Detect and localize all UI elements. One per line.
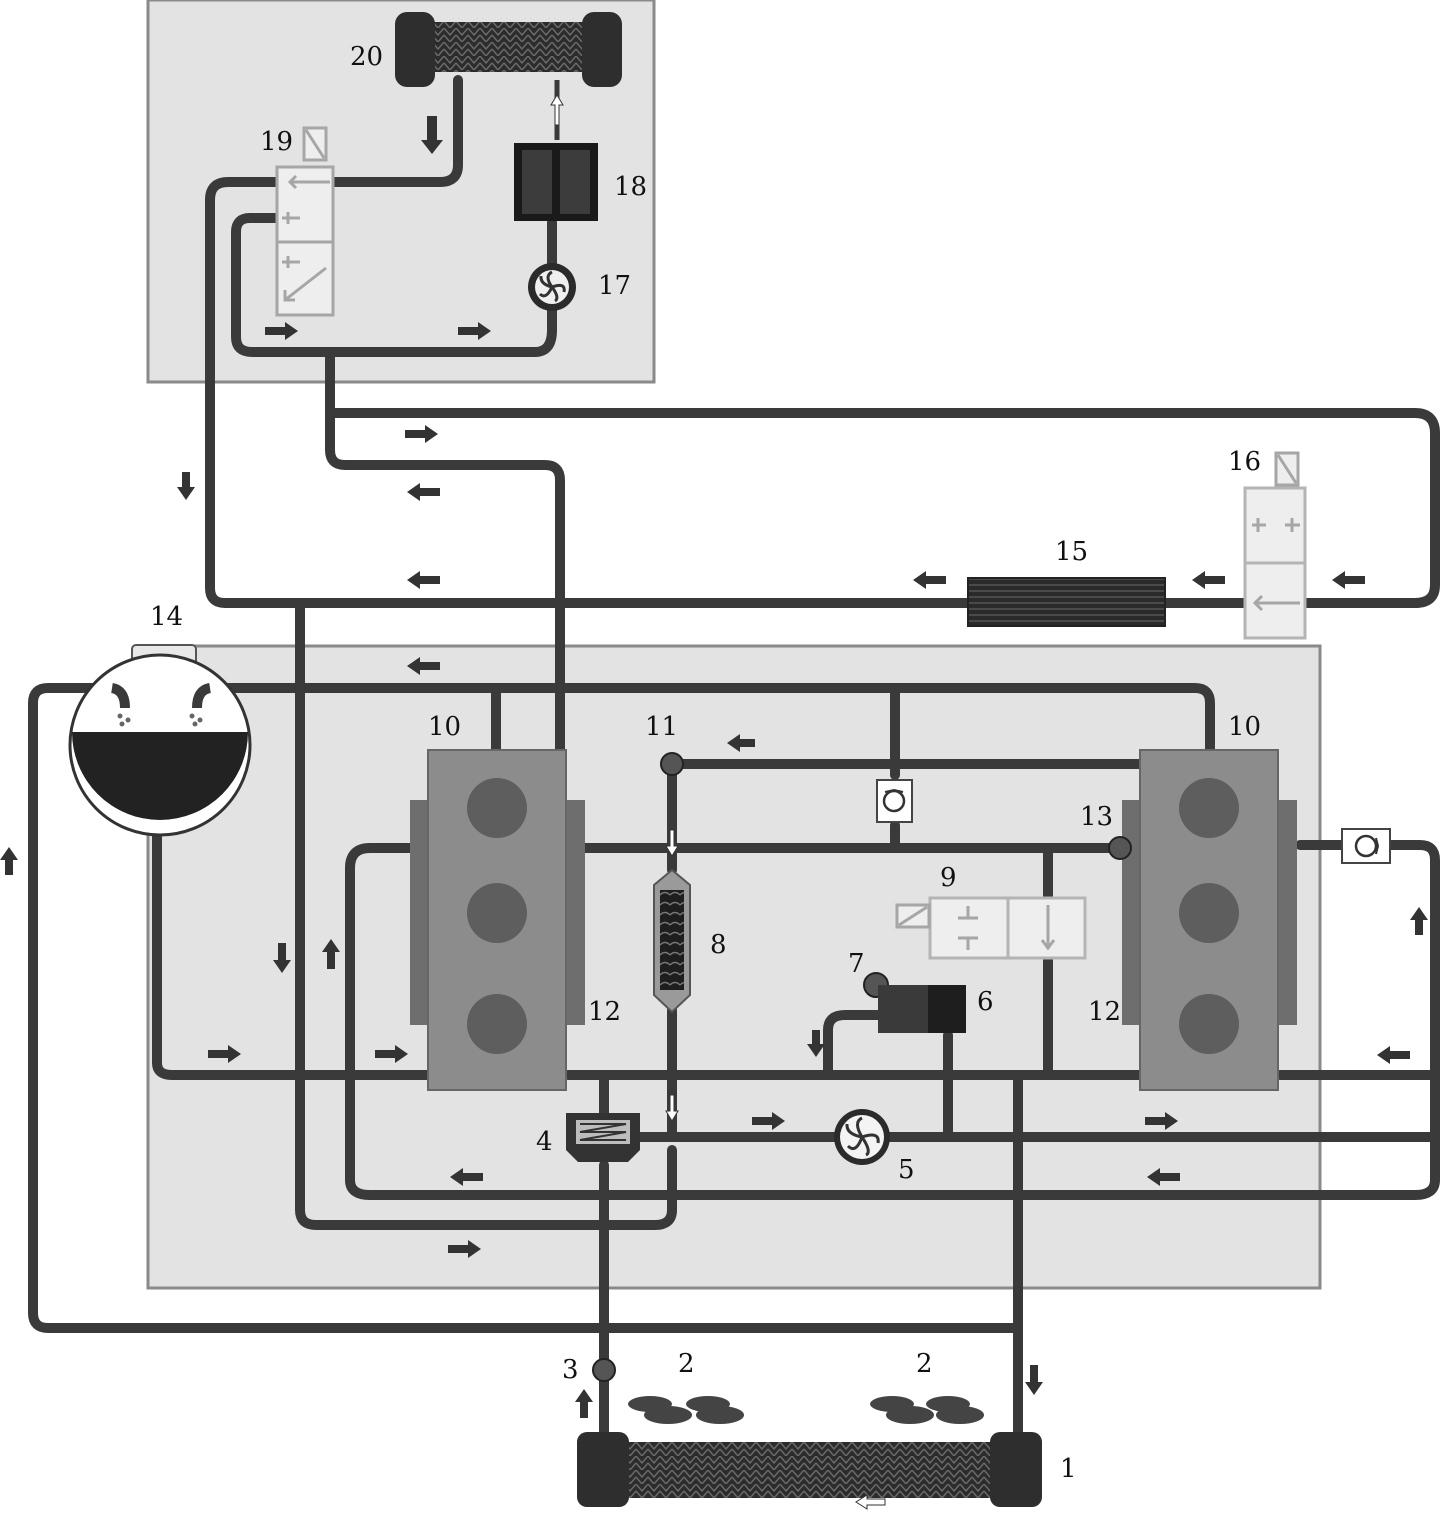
flow-arrow-icon [807, 1030, 825, 1057]
label-9: 9 [940, 863, 957, 893]
flow-arrow-icon [665, 1094, 679, 1122]
fan-icon [538, 270, 566, 303]
label-20: 20 [350, 42, 383, 72]
flow-arrow-icon [913, 571, 946, 589]
label-8: 8 [710, 930, 727, 960]
flow-arrow-icon [727, 734, 755, 752]
fan-2-right [870, 1396, 984, 1424]
cooler-15 [967, 577, 1166, 627]
flow-arrow-icon [407, 571, 440, 589]
engine-block-left [410, 749, 585, 1091]
label-19: 19 [260, 127, 293, 157]
heater-core-20 [395, 12, 622, 87]
flow-arrow-icon [1192, 571, 1225, 589]
pipe-network [28, 75, 1440, 1443]
flow-arrow-icon [177, 472, 195, 500]
flow-arrow-icon [421, 116, 443, 154]
sensor-11 [660, 752, 684, 776]
sensor-13 [1108, 836, 1132, 860]
engine-block-right [1122, 749, 1297, 1091]
flow-arrow-icon [405, 425, 438, 443]
heat-exchanger-8 [653, 868, 691, 1014]
label-3: 3 [562, 1355, 579, 1385]
flow-arrow-icon [1025, 1365, 1043, 1395]
label-13: 13 [1080, 802, 1113, 832]
pump-icon [845, 1116, 880, 1157]
flow-arrow-icon [1332, 571, 1365, 589]
flow-arrows [0, 116, 1428, 1418]
label-10-left: 10 [428, 712, 461, 742]
label-2-right: 2 [916, 1349, 933, 1379]
solenoid-valve-16 [1243, 451, 1307, 640]
check-valve-right [1341, 828, 1391, 864]
flow-arrow-icon [273, 943, 291, 973]
sensor-3 [592, 1358, 616, 1382]
flow-arrow-icon [575, 1389, 593, 1418]
label-11: 11 [645, 712, 678, 742]
flow-arrow-icon [407, 657, 440, 675]
label-12-left: 12 [588, 997, 621, 1027]
flow-arrow-icon [448, 1240, 481, 1258]
heater-18 [514, 143, 598, 221]
electric-heater-6 [878, 985, 966, 1033]
label-15: 15 [1055, 537, 1088, 567]
label-5: 5 [898, 1155, 915, 1185]
flow-arrow-icon [208, 1045, 241, 1063]
flow-arrow-icon [322, 939, 340, 969]
label-14: 14 [150, 602, 183, 632]
label-1: 1 [1060, 1454, 1077, 1484]
component-labels: 1 2 2 3 4 5 6 7 8 9 10 10 11 12 12 13 14… [150, 42, 1261, 1484]
radiator-1 [577, 1432, 1042, 1507]
label-10-right: 10 [1228, 712, 1261, 742]
flow-arrow-icon [0, 847, 18, 875]
label-17: 17 [598, 271, 631, 301]
flow-arrow-icon [450, 1168, 483, 1186]
flow-arrow-icon [1410, 907, 1428, 935]
label-16: 16 [1228, 447, 1261, 477]
flow-arrow-icon [265, 322, 298, 340]
check-valve-upper [876, 779, 913, 823]
flow-arrow-icon [855, 1494, 886, 1510]
label-4: 4 [536, 1127, 553, 1157]
flow-arrow-icon [1377, 1046, 1410, 1064]
solenoid-valve-9 [895, 896, 1087, 960]
check-valve-icon-right [1354, 834, 1378, 858]
flow-arrow-icon [458, 322, 491, 340]
fan-2-left [628, 1396, 744, 1424]
flow-arrow-icon [1147, 1168, 1180, 1186]
label-2-left: 2 [678, 1349, 695, 1379]
thermostat-4 [566, 1113, 640, 1162]
solenoid-valve-19 [275, 126, 335, 317]
flow-arrow-icon [375, 1045, 408, 1063]
flow-arrow-icon [407, 483, 440, 501]
flow-arrows-light [550, 94, 886, 1510]
label-18: 18 [614, 172, 647, 202]
label-6: 6 [977, 987, 994, 1017]
flow-arrow-icon [752, 1112, 785, 1130]
expansion-tank-14 [68, 644, 252, 837]
flow-arrow-icon [665, 829, 679, 857]
flow-arrow-icon [1145, 1112, 1178, 1130]
label-7: 7 [848, 949, 865, 979]
label-12-right: 12 [1088, 997, 1121, 1027]
pump-5 [834, 1109, 890, 1165]
flow-arrow-icon [550, 94, 564, 126]
pump-17 [528, 263, 576, 311]
